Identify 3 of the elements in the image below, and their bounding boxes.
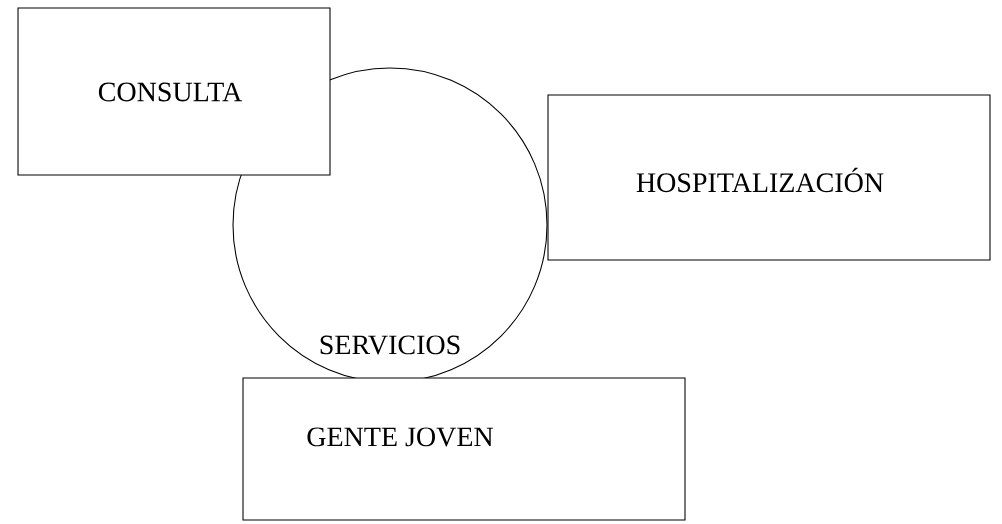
text-box: GENTE JOVEN (242, 377, 686, 521)
text-box: HOSPITALIZACIÓN (547, 94, 991, 261)
text-box: CONSULTA (17, 7, 331, 176)
